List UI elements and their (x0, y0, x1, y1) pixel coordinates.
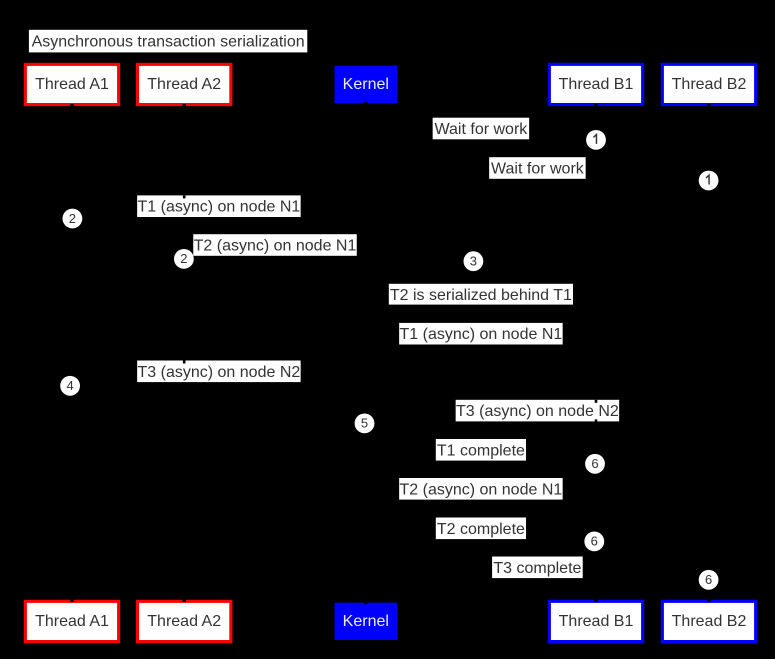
svg-text:Thread A2: Thread A2 (147, 76, 221, 93)
svg-text:T3 complete: T3 complete (493, 560, 581, 577)
svg-text:Thread A1: Thread A1 (35, 613, 109, 630)
svg-text:4: 4 (66, 378, 73, 393)
svg-text:Kernel: Kernel (343, 76, 389, 93)
svg-text:Wait for work: Wait for work (491, 161, 585, 178)
svg-text:Thread B1: Thread B1 (559, 76, 634, 93)
svg-text:6: 6 (591, 534, 598, 549)
svg-text:Thread B1: Thread B1 (559, 613, 634, 630)
svg-text:T1 complete: T1 complete (437, 442, 525, 459)
svg-text:T3 (async) on node N2: T3 (async) on node N2 (456, 403, 619, 420)
svg-text:Thread B2: Thread B2 (672, 613, 747, 630)
svg-text:Asynchronous transaction seria: Asynchronous transaction serialization (32, 33, 305, 50)
svg-text:T2 is serialized behind T1: T2 is serialized behind T1 (390, 287, 572, 304)
svg-text:T3 (async) on node N2: T3 (async) on node N2 (138, 364, 301, 381)
svg-text:3: 3 (470, 254, 477, 269)
svg-text:Thread A2: Thread A2 (147, 613, 221, 630)
svg-text:T2 (async) on node N1: T2 (async) on node N1 (194, 238, 357, 255)
svg-text:6: 6 (591, 456, 598, 471)
svg-text:Wait for work: Wait for work (435, 121, 529, 138)
svg-text:T2 (async) on node N1: T2 (async) on node N1 (400, 481, 563, 498)
svg-text:2: 2 (180, 251, 187, 266)
svg-text:Thread B2: Thread B2 (672, 76, 747, 93)
svg-text:Kernel: Kernel (343, 613, 389, 630)
svg-text:6: 6 (705, 572, 712, 587)
svg-text:Thread A1: Thread A1 (35, 76, 109, 93)
svg-text:5: 5 (361, 416, 368, 431)
svg-text:T1 (async) on node N1: T1 (async) on node N1 (138, 199, 301, 216)
svg-text:T2 complete: T2 complete (437, 521, 525, 538)
svg-text:T1 (async) on node N1: T1 (async) on node N1 (400, 326, 563, 343)
svg-text:2: 2 (69, 211, 76, 226)
